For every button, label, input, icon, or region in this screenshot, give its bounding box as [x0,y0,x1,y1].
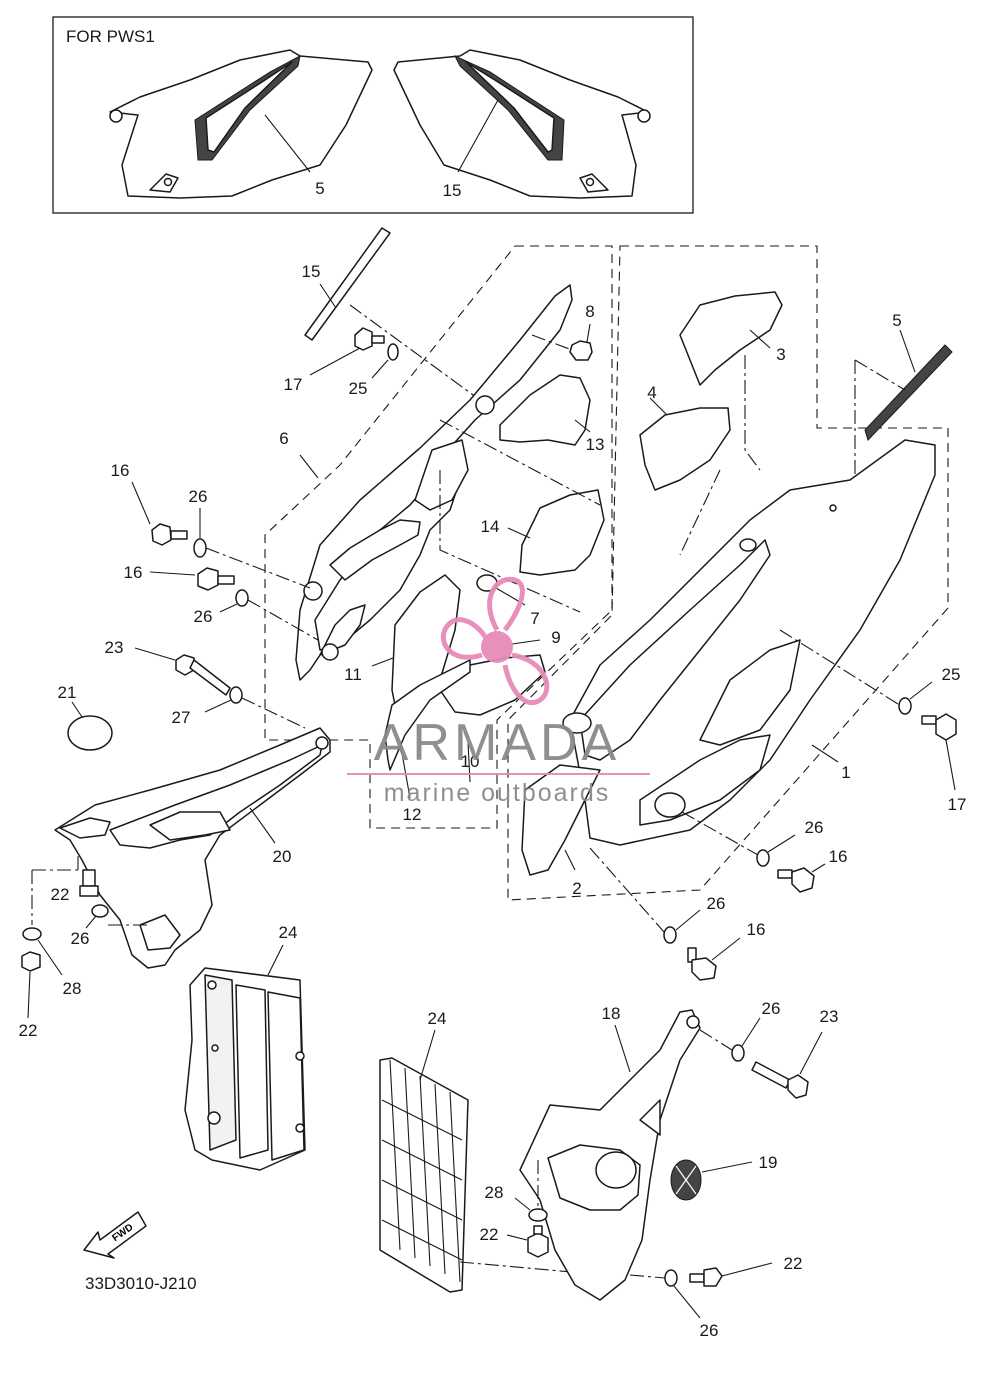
part-19-emblem: 19 [670,1153,778,1201]
part-4-pad: 4 [639,383,731,491]
bolt-17-top: 17 [284,327,385,394]
part-3-pad: 3 [679,291,786,386]
callout-19: 19 [759,1153,778,1172]
washer-26-left: 26 [71,904,109,948]
callout-22-left-upper: 22 [51,885,70,904]
bolt-22-left-lower: 22 [19,951,41,1040]
callout-13: 13 [586,435,605,454]
part-5-decal: 5 [864,311,953,441]
bolt-23-right: 23 [751,1007,839,1099]
callout-26-bottom: 26 [700,1321,719,1340]
callout-26-right-lower: 26 [762,999,781,1018]
bolt-16-upper: 16 [111,461,188,546]
callout-18: 18 [602,1004,621,1023]
callout-10: 10 [461,752,480,771]
callout-16-right-mid: 16 [829,847,848,866]
bolt-16-right-low: 16 [687,920,766,981]
washer-28-center: 28 [485,1183,548,1222]
callout-9: 9 [551,628,560,647]
watermark-brand: ARMADA [374,714,620,772]
washer-25-right: 25 [898,665,961,715]
bolt-23-left: 23 [105,638,231,696]
bolt-16-mid: 16 [124,563,235,591]
part-1-side-cover: 1 [562,439,936,846]
bolt-16-right-mid: 16 [777,847,848,893]
part-20-shroud: 20 [54,727,331,969]
part-24-louver-left: 24 [184,923,306,1171]
callout-22-left-lower: 22 [19,1021,38,1040]
callout-23-left: 23 [105,638,124,657]
diagram-code: 33D3010-J210 [85,1274,197,1293]
callout-6: 6 [279,429,288,448]
callout-27: 27 [172,708,191,727]
callout-24-left: 24 [279,923,298,942]
part-12-strip: 12 [384,659,471,824]
inset-label-15: 15 [443,181,462,200]
watermark-propeller-icon [440,576,550,705]
callout-2: 2 [572,879,581,898]
part-21-emblem: 21 [58,683,113,751]
callout-16-mid: 16 [124,563,143,582]
callout-16-right-low: 16 [747,920,766,939]
callout-17-top: 17 [284,375,303,394]
inset-for-pws1: FOR PWS1 5 15 [52,16,694,214]
part-13-pad: 13 [499,374,605,454]
part-6-side-cover: 6 [279,284,573,681]
part-8-grommet: 8 [569,302,595,361]
watermark-tagline: marine outboards [384,779,611,807]
washer-26-right-lower: 26 [731,999,781,1062]
callout-26-upper: 26 [189,487,208,506]
washer-26-right-low: 26 [663,894,726,944]
callout-21: 21 [58,683,77,702]
callout-14: 14 [481,517,500,536]
part-10-strip: 10 [461,741,480,783]
bolt-22-left-upper: 22 [51,869,99,904]
group-outlines [264,245,949,901]
callout-26-mid: 26 [194,607,213,626]
callout-8: 8 [585,302,594,321]
callout-25-right: 25 [942,665,961,684]
inset-title: FOR PWS1 [66,27,155,46]
bolt-17-right: 17 [921,713,967,814]
callout-16-upper: 16 [111,461,130,480]
callout-4: 4 [647,383,656,402]
callout-28-center: 28 [485,1183,504,1202]
callout-26-left: 26 [71,929,90,948]
callout-20: 20 [273,847,292,866]
bolt-22-bottom-right: 22 [689,1254,803,1287]
callout-3: 3 [776,345,785,364]
part-7-grommet: 7 [476,574,540,628]
washer-26-mid: 26 [194,589,249,626]
callout-25-top: 25 [349,379,368,398]
part-15-decal: 15 [302,227,391,341]
callout-22-bottom-right: 22 [784,1254,803,1273]
bolt-22-center: 22 [480,1225,549,1258]
part-14-pad: 14 [481,489,605,576]
part-18-shroud: 18 [519,1004,701,1301]
callout-24-grid: 24 [428,1009,447,1028]
washer-27: 27 [172,686,243,727]
callout-7: 7 [530,609,539,628]
callout-12: 12 [403,805,422,824]
callout-26-right-low: 26 [707,894,726,913]
inset-label-5: 5 [315,179,324,198]
watermark: ARMADA marine outboards [347,576,650,807]
washer-28-left: 28 [22,927,82,998]
washer-25-top: 25 [349,343,399,398]
washer-26-right-mid: 26 [756,818,824,867]
callout-15: 15 [302,262,321,281]
callout-26-right-mid: 26 [805,818,824,837]
part-24-louver-grid: 24 [379,1009,469,1293]
callout-28-left: 28 [63,979,82,998]
washer-26-upper: 26 [189,487,208,558]
callout-1: 1 [841,763,850,782]
part-2-strip: 2 [521,764,601,898]
callout-17-right: 17 [948,795,967,814]
callout-5: 5 [892,311,901,330]
callout-22-center: 22 [480,1225,499,1244]
fwd-arrow: FWD [83,1211,147,1259]
callout-11: 11 [344,665,362,684]
callout-23-right: 23 [820,1007,839,1026]
